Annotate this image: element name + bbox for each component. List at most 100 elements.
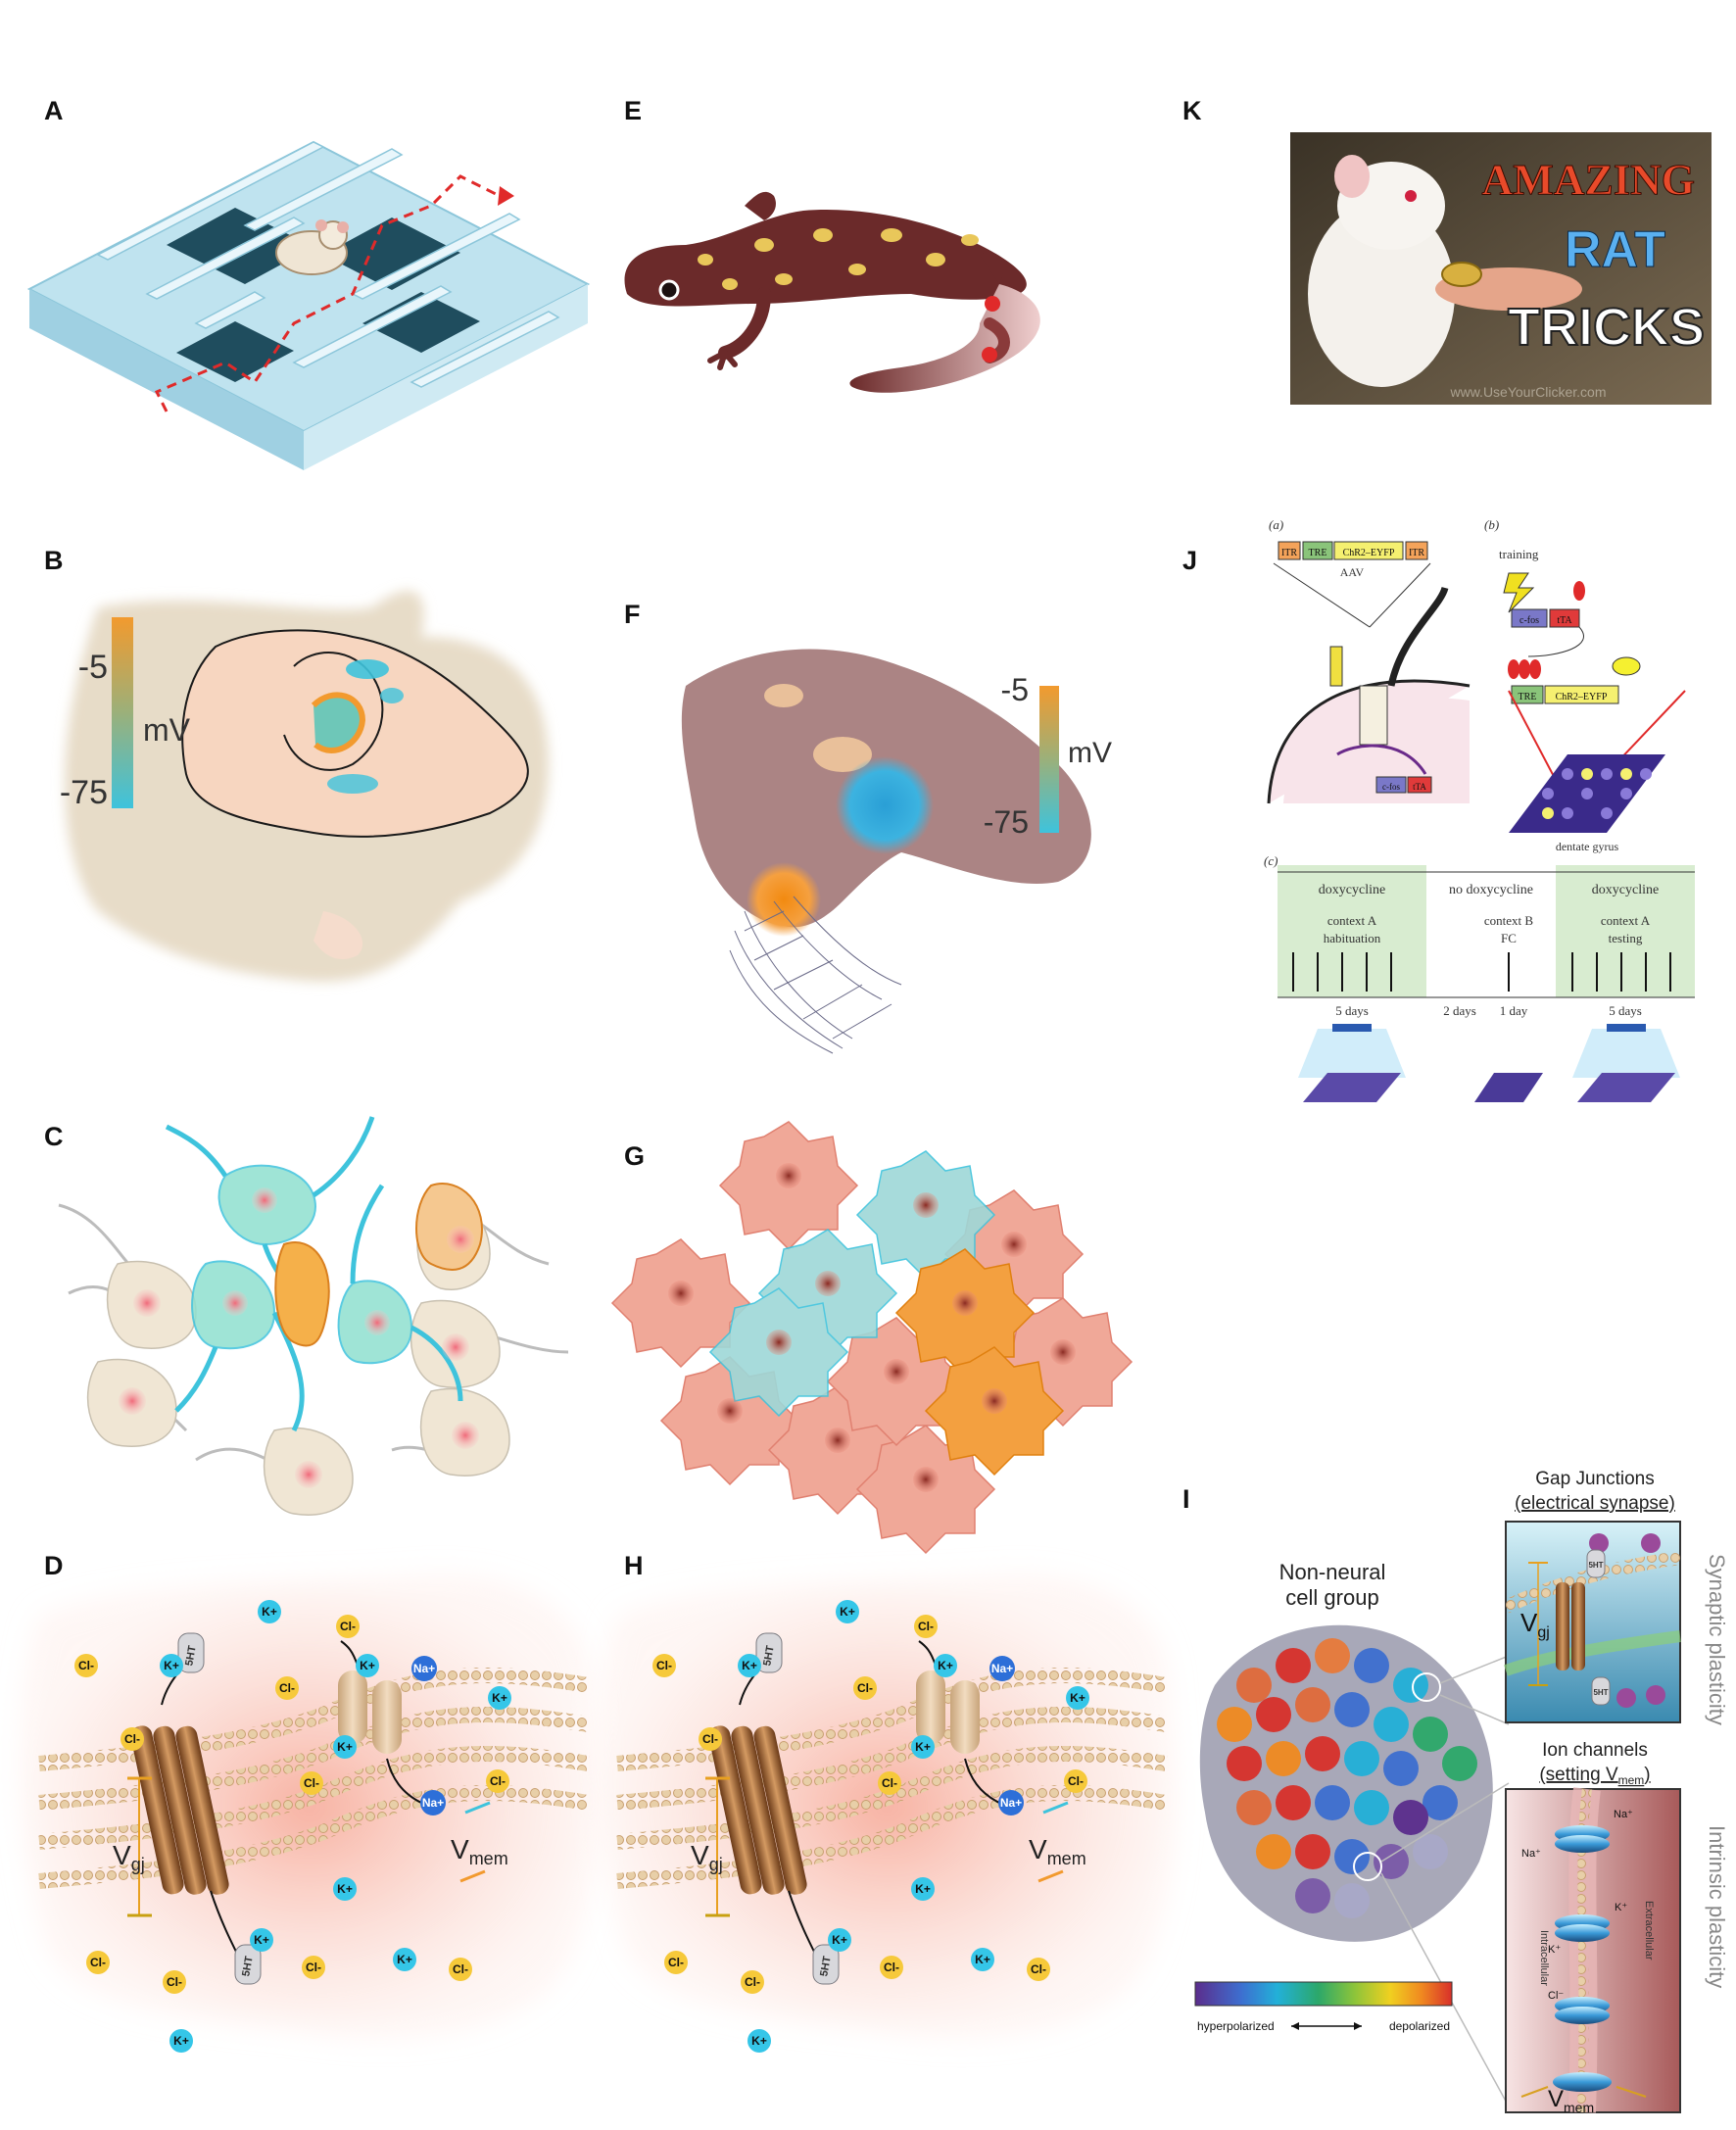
d-ion-na-1: Na+ (411, 1656, 437, 1681)
panel-b-scale-top: -5 (78, 649, 108, 686)
svg-text:Cl-: Cl- (167, 1975, 182, 1989)
h-ion-k-7: K+ (828, 1928, 851, 1952)
j-tta-b: tTA (1557, 615, 1572, 626)
i-k-label-2: K⁺ (1548, 1944, 1561, 1956)
i-ion-title-1: Ion channels (1542, 1740, 1648, 1761)
svg-text:K+: K+ (262, 1605, 277, 1619)
j-doxy-1: doxycycline (1319, 883, 1385, 897)
svg-text:K+: K+ (742, 1659, 757, 1672)
svg-text:K+: K+ (492, 1691, 507, 1705)
d-ion-k-4: K+ (488, 1686, 511, 1710)
j-label-b: (b) (1484, 517, 1499, 532)
h-ion-k-9: K+ (747, 2029, 771, 2053)
i-k-label-1: K⁺ (1615, 1902, 1627, 1913)
panel-letter-c: C (44, 1122, 64, 1151)
d-ion-na-2: Na+ (420, 1790, 446, 1815)
d-ion-k-2: K+ (160, 1654, 183, 1677)
i-gap-title-2: (electrical synapse) (1515, 1493, 1675, 1514)
j-training: training (1499, 547, 1539, 561)
svg-text:Cl-: Cl- (279, 1681, 295, 1695)
panel-b-scale-bottom: -75 (60, 774, 108, 811)
j-tre: TRE (1309, 548, 1327, 558)
svg-text:Cl-: Cl- (918, 1620, 934, 1633)
h-ion-k-3: K+ (934, 1654, 957, 1677)
h-vgj: Vgj (691, 1840, 723, 1874)
svg-text:Cl-: Cl- (857, 1681, 873, 1695)
d-5ht-bottom: 5HT (240, 1955, 255, 1977)
i-5ht-bottom: 5HT (1593, 1688, 1608, 1697)
h-ion-cl-8: Cl- (880, 1956, 903, 1979)
h-ion-k-1: K+ (836, 1600, 859, 1623)
h-ion-cl-3: Cl- (853, 1676, 877, 1700)
svg-text:K+: K+ (975, 1953, 990, 1966)
h-ion-na-1: Na+ (989, 1656, 1015, 1681)
photo-url: www.UseYourClicker.com (1450, 384, 1607, 400)
j-habituation: habituation (1324, 931, 1381, 945)
panel-letter-e: E (624, 96, 643, 125)
svg-text:Cl-: Cl- (90, 1956, 106, 1969)
svg-text:Cl-: Cl- (78, 1659, 94, 1672)
h-ion-k-8: K+ (971, 1948, 994, 1971)
j-tta-a: tTA (1413, 782, 1426, 792)
panel-letter-i: I (1182, 1484, 1190, 1514)
j-chr2-b: ChR2–EYFP (1556, 692, 1608, 702)
h-ion-cl-2: Cl- (652, 1654, 676, 1677)
panel-c-neurons (58, 1116, 569, 1516)
i-intracellular: Intracellular (1538, 1930, 1550, 1986)
d-ion-k-3: K+ (356, 1654, 379, 1677)
d-ion-k-9: K+ (169, 2029, 193, 2053)
svg-text:Na+: Na+ (1000, 1796, 1022, 1810)
i-group-title-1: Non-neural (1279, 1560, 1386, 1584)
d-ion-cl-3: Cl- (275, 1676, 299, 1700)
d-ion-cl-7: Cl- (86, 1951, 110, 1974)
panel-b-mouse-head: -5 mV -75 (60, 591, 549, 982)
j-cfos-a: c-fos (1382, 782, 1400, 792)
j-label-a: (a) (1269, 517, 1283, 532)
d-ion-cl-9: Cl- (163, 1970, 186, 1994)
svg-text:K+: K+ (337, 1882, 353, 1896)
i-vmem: Vmem (1548, 2086, 1594, 2115)
panel-letter-j: J (1182, 546, 1198, 575)
panel-h-membrane: 5HT 5HT Vgj Vmem K+ Cl- Cl- K+ Cl- K+ Na… (599, 1575, 1175, 2053)
svg-text:Cl-: Cl- (124, 1732, 140, 1746)
j-testing: testing (1609, 931, 1643, 945)
i-colorbar (1194, 1981, 1453, 2007)
h-ion-cl-6: Cl- (1064, 1769, 1087, 1793)
d-ion-cl-5: Cl- (300, 1771, 323, 1795)
i-legend-left: hyperpolarized (1197, 2019, 1275, 2033)
svg-text:K+: K+ (397, 1953, 412, 1966)
d-ion-k-8: K+ (393, 1948, 416, 1971)
panel-letter-a: A (44, 96, 64, 125)
svg-text:Na+: Na+ (991, 1662, 1013, 1675)
h-ion-cl-9: Cl- (741, 1970, 764, 1994)
d-ion-cl-8: Cl- (302, 1956, 325, 1979)
i-legend-right: depolarized (1389, 2019, 1450, 2033)
i-na-label-2: Na⁺ (1521, 1848, 1541, 1860)
h-ion-k-6: K+ (911, 1877, 935, 1901)
svg-text:K+: K+ (173, 2034, 189, 2048)
h-ion-k-4: K+ (1066, 1686, 1089, 1710)
d-vmem: Vmem (451, 1834, 508, 1868)
j-ctx-a-2: context A (1601, 913, 1651, 928)
h-ion-k-5: K+ (911, 1735, 935, 1759)
i-extracellular: Extracellular (1643, 1901, 1655, 1961)
photo-text-rat: RAT (1565, 221, 1665, 278)
i-5ht-top: 5HT (1588, 1561, 1603, 1570)
j-ctx-a-1: context A (1327, 913, 1377, 928)
i-ion-title-2: (setting Vmem) (1539, 1765, 1650, 1787)
j-aav: AAV (1340, 565, 1365, 579)
svg-text:K+: K+ (938, 1659, 953, 1672)
svg-text:K+: K+ (751, 2034, 767, 2048)
j-chr2: ChR2–EYFP (1343, 548, 1395, 558)
panel-f-limb: -5 mV -75 (681, 649, 1112, 1054)
h-ion-cl-5: Cl- (878, 1771, 901, 1795)
panel-letter-g: G (624, 1141, 646, 1171)
h-5ht-bottom: 5HT (818, 1955, 833, 1977)
svg-text:K+: K+ (915, 1740, 931, 1754)
svg-text:Cl-: Cl- (745, 1975, 760, 1989)
h-ion-cl-7: Cl- (664, 1951, 688, 1974)
d-vgj: Vgj (113, 1840, 145, 1874)
j-5days-1: 5 days (1335, 1003, 1369, 1018)
svg-text:K+: K+ (164, 1659, 179, 1672)
